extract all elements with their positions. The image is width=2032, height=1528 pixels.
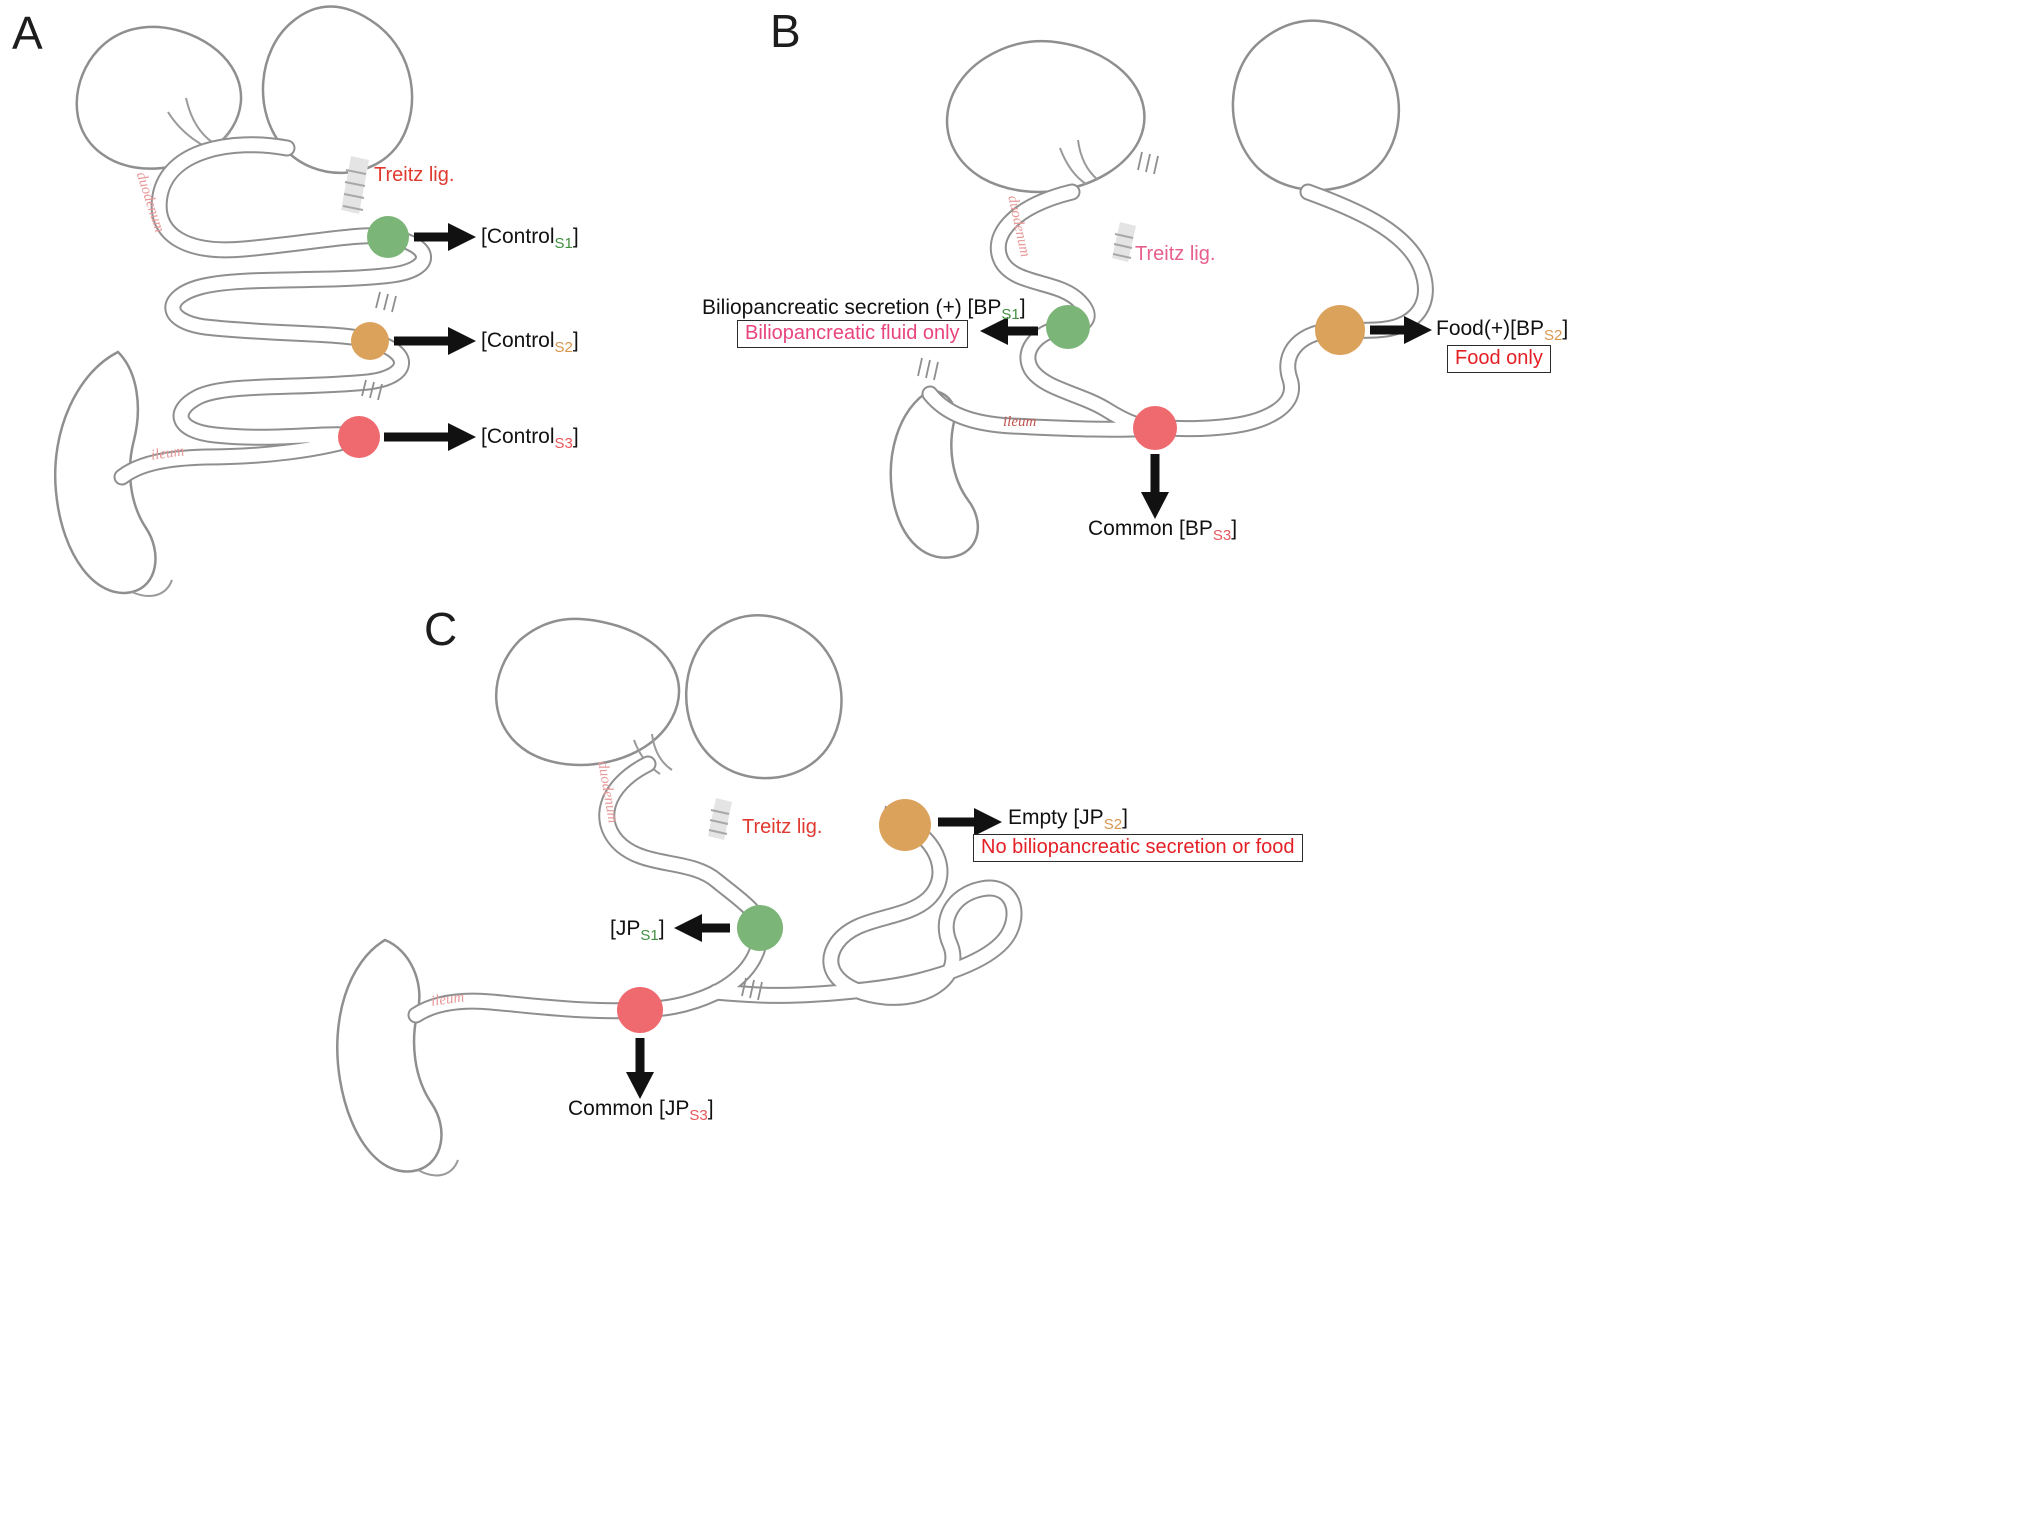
staple-mark xyxy=(741,977,763,1001)
stomach-outline xyxy=(684,614,843,780)
panel-b-letter: B xyxy=(770,5,801,57)
spleen-outline xyxy=(494,617,681,767)
label-text: [Control xyxy=(481,329,555,352)
cecum-tail-line xyxy=(417,1159,459,1177)
label-text: ] xyxy=(572,329,579,352)
no-secretion-or-food-box: No biliopancreatic secretion or food xyxy=(973,834,1303,862)
sample-marker-s1 xyxy=(367,216,409,258)
staple-mark xyxy=(361,379,383,401)
label-jp-s3: Common [JPS3] xyxy=(568,1097,714,1124)
cecum-tail-line xyxy=(131,579,173,597)
arrow-control-s2 xyxy=(394,327,476,355)
label-text: ] xyxy=(1122,806,1128,829)
treitz-ligament-mark xyxy=(1112,222,1136,262)
sample-marker-s1 xyxy=(1046,305,1090,349)
label-jp-s2: Empty [JPS2] xyxy=(1008,806,1128,833)
alimentary-limb-fill xyxy=(1155,192,1425,429)
treitz-ligament-hatch xyxy=(342,169,367,211)
label-subscript: S3 xyxy=(1212,527,1232,544)
bile-duct-lines xyxy=(1059,139,1099,185)
arrow-control-s1 xyxy=(414,223,476,251)
treitz-ligament-label: Treitz lig. xyxy=(1135,243,1216,265)
label-control-s3: [ControlS3] xyxy=(481,425,579,452)
label-subscript: S1 xyxy=(554,235,573,252)
panel-c-anatomy xyxy=(336,614,1014,1177)
label-bp-s3: Common [BPS3] xyxy=(1088,517,1238,544)
label-jp-s1: [JPS1] xyxy=(610,917,665,944)
label-bp-s1: Biliopancreatic secretion (+) [BPS1] xyxy=(702,296,1026,323)
sample-marker-s3 xyxy=(338,416,380,458)
label-subscript: S2 xyxy=(1543,327,1563,344)
stomach-outline xyxy=(1231,19,1401,192)
label-text: ] xyxy=(707,1097,714,1120)
arrow-jp-s1 xyxy=(674,914,730,942)
treitz-ligament-hatch xyxy=(1112,233,1134,259)
label-subscript: S3 xyxy=(554,435,573,452)
stomach-outline xyxy=(261,5,414,175)
treitz-ligament-mark xyxy=(708,798,732,840)
label-text: [JP xyxy=(610,917,641,940)
label-text: ] xyxy=(1231,517,1238,540)
sample-marker-s2 xyxy=(1315,305,1365,355)
label-text: ] xyxy=(658,917,665,940)
label-text: Common [BP xyxy=(1088,517,1213,540)
panel-b-anatomy xyxy=(889,19,1432,559)
arrow-jp-s2 xyxy=(938,808,1002,836)
label-text: ] xyxy=(572,225,579,248)
label-subscript: S2 xyxy=(1103,816,1123,833)
staple-mark xyxy=(1137,151,1159,175)
main-intestine-outline xyxy=(416,764,760,1015)
cecum-outline xyxy=(336,938,443,1173)
sample-marker-s1 xyxy=(737,905,783,951)
label-text: [Control xyxy=(481,425,555,448)
label-text: ] xyxy=(1562,317,1569,340)
label-subscript: S1 xyxy=(1001,306,1020,323)
label-text: Biliopancreatic secretion (+) [BP xyxy=(702,296,1002,319)
label-subscript: S2 xyxy=(554,339,573,356)
label-subscript: S1 xyxy=(640,927,659,944)
label-text: ] xyxy=(1019,296,1026,319)
main-intestine-fill xyxy=(416,764,760,1015)
staple-mark xyxy=(917,357,939,381)
biliopancreatic-fluid-only-box: Biliopancreatic fluid only xyxy=(737,320,968,348)
label-text: Food(+)[BP xyxy=(1436,317,1544,340)
label-text: ] xyxy=(572,425,579,448)
treitz-ligament-label: Treitz lig. xyxy=(374,164,455,186)
cecum-outline xyxy=(53,350,157,595)
sample-marker-s3 xyxy=(1133,406,1177,450)
treitz-ligament-hatch xyxy=(708,809,730,835)
spleen-outline xyxy=(75,25,243,170)
sample-marker-s2 xyxy=(879,799,931,851)
arrow-bp-s2 xyxy=(1370,316,1432,344)
panel-a-anatomy xyxy=(53,5,476,597)
label-text: Common [JP xyxy=(568,1097,690,1120)
sample-marker-s3 xyxy=(617,987,663,1033)
label-subscript: S3 xyxy=(689,1107,708,1124)
arrow-control-s3 xyxy=(384,423,476,451)
ileum-label: ileum xyxy=(1003,414,1037,430)
label-control-s1: [ControlS1] xyxy=(481,225,579,252)
label-bp-s2: Food(+)[BPS2] xyxy=(1436,317,1569,344)
sample-marker-s2 xyxy=(351,322,389,360)
panel-c-letter: C xyxy=(424,603,458,655)
label-text: [Control xyxy=(481,225,555,248)
arrow-bp-s1 xyxy=(980,317,1038,345)
arrow-bp-s3 xyxy=(1141,454,1169,519)
food-only-box: Food only xyxy=(1447,345,1551,373)
panel-a-letter: A xyxy=(12,7,43,59)
label-text: Empty [JP xyxy=(1008,806,1104,829)
treitz-ligament-label: Treitz lig. xyxy=(742,816,823,838)
label-control-s2: [ControlS2] xyxy=(481,329,579,356)
spleen-outline xyxy=(945,39,1146,194)
staple-mark xyxy=(375,291,397,313)
arrow-jp-s3 xyxy=(626,1038,654,1099)
